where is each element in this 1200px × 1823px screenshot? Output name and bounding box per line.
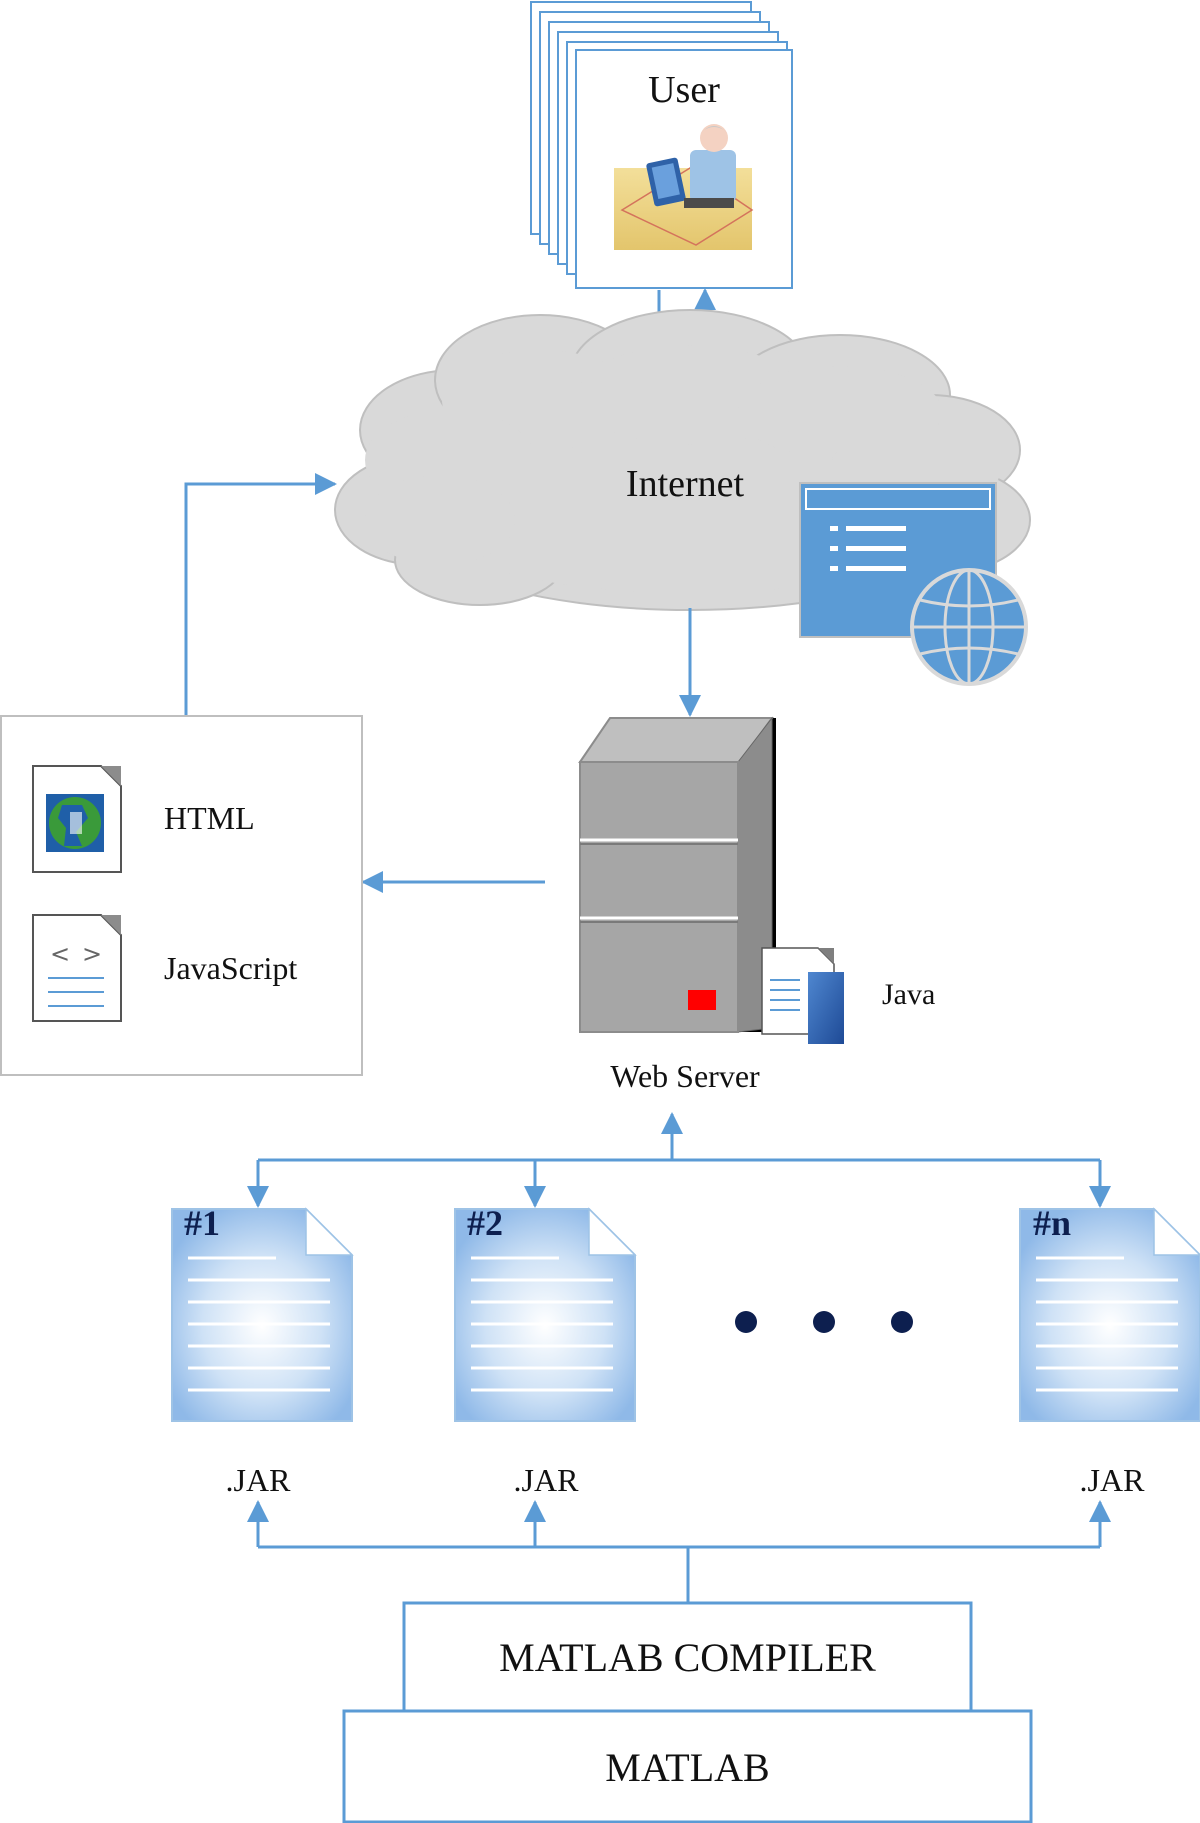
internet-label: Internet (625, 463, 745, 505)
jar-document-n (1019, 1207, 1200, 1422)
jar-number-n: #n (1033, 1203, 1072, 1243)
server-led (688, 990, 716, 1010)
web-server-label: Web Server (610, 1058, 760, 1094)
jar-number-2: #2 (467, 1203, 503, 1243)
html-label: HTML (164, 800, 255, 836)
jar-label-2: .JAR (513, 1462, 579, 1498)
jar-label-n: .JAR (1079, 1462, 1145, 1498)
arrow-client-files-to-internet (184, 473, 337, 716)
user-at-computer-icon (614, 124, 754, 250)
web-server-icon (578, 716, 776, 1033)
matlab-compiler-label: MATLAB COMPILER (499, 1635, 876, 1680)
web-browser-globe-icon (799, 482, 1028, 686)
user-node (530, 1, 793, 289)
jar-document-1 (171, 1207, 354, 1422)
matlab-box (342, 1709, 1033, 1823)
jar-label-1: .JAR (225, 1462, 291, 1498)
matlab-label: MATLAB (605, 1745, 770, 1790)
jar-number-1: #1 (184, 1203, 220, 1243)
java-document-icon (761, 947, 844, 1044)
svg-text:<: < (50, 940, 70, 968)
html-file-icon (32, 765, 122, 873)
javascript-label: JavaScript (164, 950, 298, 986)
jar-document-2 (454, 1207, 637, 1422)
javascript-file-icon: < > (32, 914, 122, 1022)
svg-text:>: > (82, 940, 102, 968)
ellipsis-dots (735, 1311, 913, 1333)
java-label: Java (882, 978, 936, 1011)
user-label: User (648, 69, 720, 111)
